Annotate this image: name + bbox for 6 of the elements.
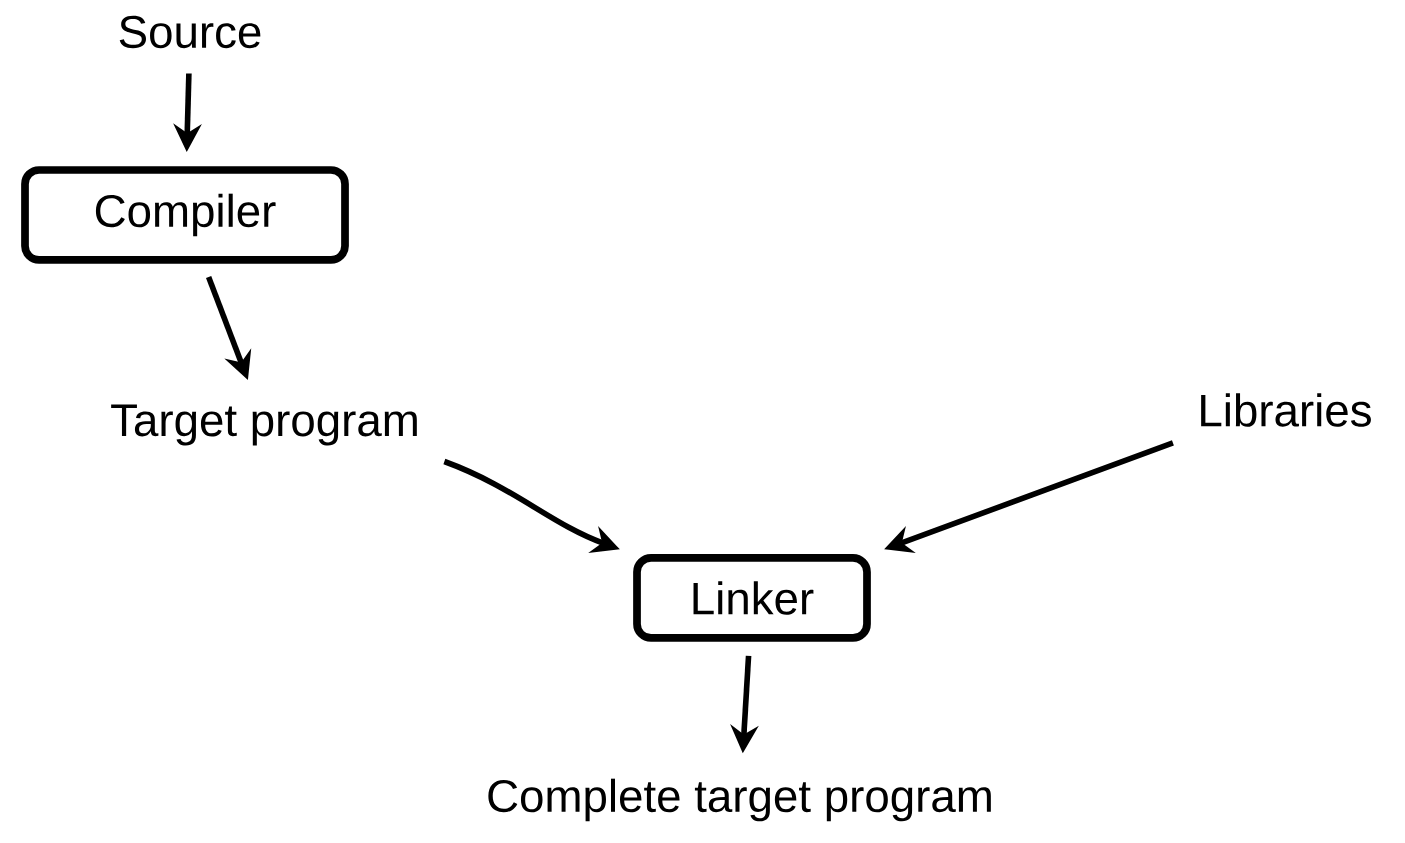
text-label: Target program xyxy=(111,404,417,446)
process-box: Compiler xyxy=(21,166,349,264)
text-label: Source xyxy=(119,15,261,49)
text-label: Libraries xyxy=(1201,393,1371,427)
text-label: Complete target program xyxy=(488,778,991,822)
process-box: Linker xyxy=(633,554,871,642)
